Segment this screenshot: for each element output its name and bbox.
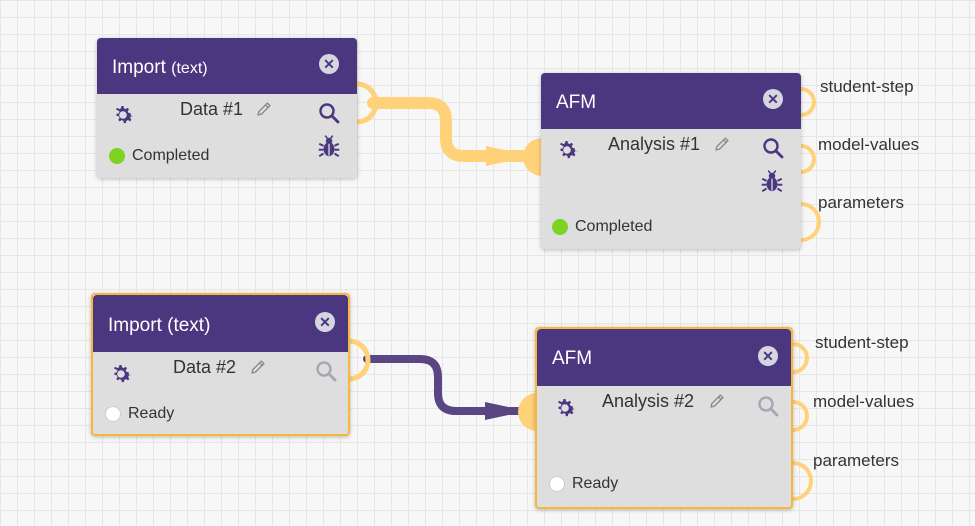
search-icon[interactable] — [756, 394, 780, 418]
gear-icon[interactable] — [110, 102, 136, 128]
pencil-icon[interactable] — [249, 358, 267, 376]
gear-icon[interactable] — [554, 137, 580, 163]
analysis-label: Analysis #2 — [602, 391, 695, 411]
output-port-label-parameters: parameters — [818, 193, 904, 212]
analysis-node-1-title: AFM — [556, 92, 597, 113]
analysis1-input-port[interactable] — [523, 138, 542, 176]
connection-wire-1[interactable] — [367, 97, 536, 162]
pencil-icon[interactable] — [708, 392, 726, 410]
status-indicator: Completed — [552, 218, 652, 236]
analysis-label: Analysis #1 — [608, 134, 701, 154]
pencil-icon[interactable] — [713, 135, 731, 153]
analysis-node-2-header[interactable]: AFM ✕ — [537, 329, 791, 386]
import-node-2-header[interactable]: Import (text) ✕ — [93, 295, 348, 352]
dataset-label: Data #2 — [173, 357, 237, 377]
analysis-node-2[interactable]: AFM ✕ Analysis #2 Ready — [535, 327, 793, 509]
analysis1-port-parameters[interactable] — [800, 202, 821, 242]
search-icon[interactable] — [317, 101, 341, 125]
analysis-node-1[interactable]: AFM ✕ Analysis #1 Completed — [541, 73, 801, 249]
analysis2-port-parameters[interactable] — [792, 461, 813, 501]
bug-icon[interactable] — [316, 134, 342, 160]
import-node-2-title: Import (text) — [108, 315, 211, 336]
connection-arrow-2 — [485, 402, 527, 420]
analysis-node-2-title: AFM — [552, 348, 593, 369]
import1-output-port[interactable] — [356, 81, 379, 125]
analysis1-port-student-step[interactable] — [800, 87, 816, 117]
output-port-label-model-values: model-values — [813, 392, 915, 411]
import-node-1-title: Import (text) — [112, 57, 208, 78]
output-port-label-model-values: model-values — [818, 135, 920, 154]
status-indicator: Completed — [109, 147, 209, 165]
connection-arrow-1 — [486, 146, 532, 166]
connection-wire-2[interactable] — [363, 355, 531, 415]
import-node-1[interactable]: Import (text) ✕ Data #1 Completed — [97, 38, 357, 178]
import-node-1-header[interactable]: Import (text) ✕ — [97, 38, 357, 94]
search-icon[interactable] — [314, 359, 338, 383]
status-text: Completed — [132, 147, 210, 164]
status-text: Ready — [128, 405, 175, 422]
status-indicator: Ready — [105, 405, 174, 423]
pencil-icon[interactable] — [255, 100, 273, 118]
close-icon[interactable]: ✕ — [319, 54, 339, 74]
gear-icon[interactable] — [552, 395, 578, 421]
analysis-node-1-header[interactable]: AFM ✕ — [541, 73, 801, 129]
analysis2-input-port[interactable] — [518, 393, 537, 431]
output-port-label-student-step: student-step — [815, 333, 909, 352]
status-dot — [105, 406, 121, 422]
gear-icon[interactable] — [108, 361, 134, 387]
status-dot — [552, 219, 568, 235]
dataset-label: Data #1 — [180, 99, 244, 119]
close-icon[interactable]: ✕ — [763, 89, 783, 109]
status-text: Ready — [572, 475, 619, 492]
import2-output-port[interactable] — [348, 338, 371, 382]
bug-icon[interactable] — [759, 169, 785, 195]
status-dot — [549, 476, 565, 492]
status-text: Completed — [575, 218, 653, 235]
close-icon[interactable]: ✕ — [315, 312, 335, 332]
import-node-1-subtitle: (text) — [171, 60, 208, 77]
analysis1-port-model-values[interactable] — [800, 144, 816, 174]
analysis2-port-model-values[interactable] — [792, 400, 809, 432]
output-port-label-parameters: parameters — [813, 451, 899, 470]
output-port-label-student-step: student-step — [820, 77, 914, 96]
status-indicator: Ready — [549, 475, 618, 493]
status-dot — [109, 148, 125, 164]
search-icon[interactable] — [761, 136, 785, 160]
analysis2-port-student-step[interactable] — [792, 342, 809, 374]
import-node-2[interactable]: Import (text) ✕ Data #2 Ready — [91, 293, 350, 436]
close-icon[interactable]: ✕ — [758, 346, 778, 366]
